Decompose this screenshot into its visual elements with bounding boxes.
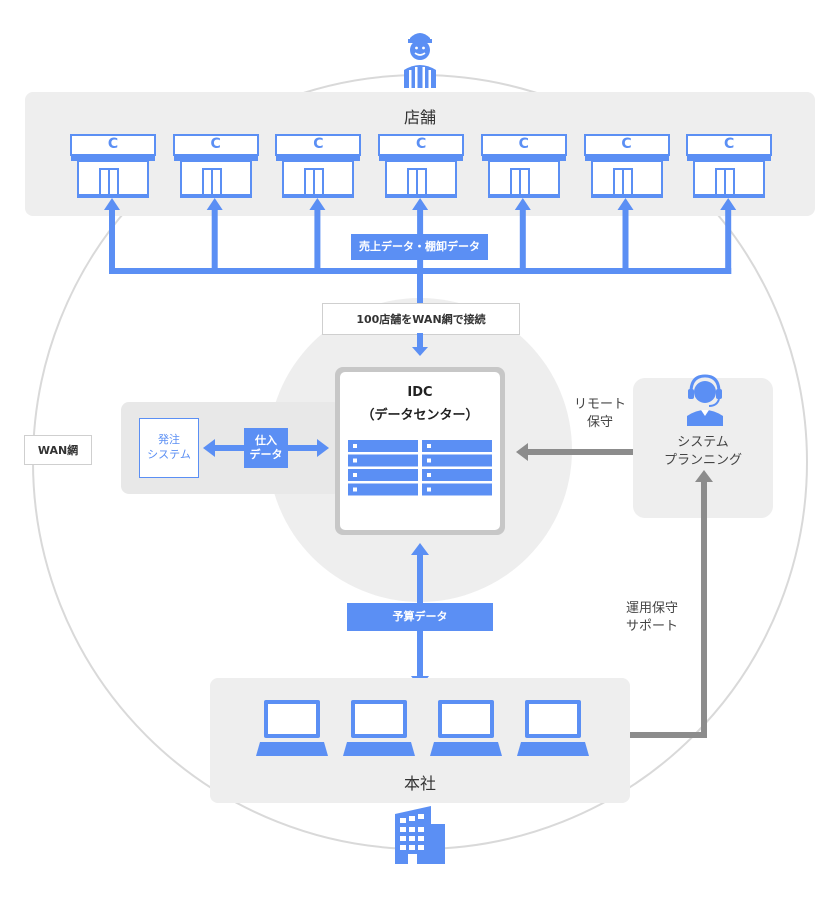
- operation-support-label: 運用保守 サポート: [625, 601, 678, 634]
- purchase-data-label: 仕入 データ: [244, 428, 288, 468]
- sales-inventory-data-label: 売上データ・棚卸データ: [351, 234, 488, 260]
- laptop-icon: [430, 698, 502, 762]
- store-letter: C: [210, 136, 221, 152]
- store-icon: C: [378, 134, 465, 202]
- wan-label: WAN網: [24, 435, 92, 465]
- store-icon: C: [583, 134, 670, 202]
- building-icon: [395, 806, 445, 864]
- laptop-icon: [256, 698, 328, 762]
- store-letter: C: [621, 136, 632, 152]
- stores-title: 店舗: [403, 108, 436, 127]
- ordering-system-box: 発注 システム: [139, 418, 199, 478]
- store-icon: C: [70, 134, 156, 202]
- laptop-icon: [517, 698, 589, 762]
- store-letter: C: [415, 136, 427, 152]
- store-letter: C: [107, 136, 119, 152]
- store-letter: C: [313, 136, 324, 152]
- idc-title: IDC: [407, 385, 433, 400]
- store-letter: C: [518, 136, 529, 152]
- store-icon: C: [686, 134, 773, 202]
- laptop-icon: [343, 698, 415, 762]
- headquarters-panel: [210, 678, 630, 803]
- idc-subtitle: （データセンター）: [361, 408, 479, 423]
- server-racks-icon: [348, 440, 492, 496]
- store-letter: C: [724, 136, 735, 152]
- store-icon: C: [172, 134, 259, 202]
- headquarters-title: 本社: [403, 774, 436, 793]
- operator-icon: [687, 374, 723, 426]
- store-icon: C: [480, 134, 567, 202]
- ordering-system-label: 発注 システム: [147, 433, 191, 461]
- clerk-icon: [404, 33, 436, 88]
- wan-connection-label: 100店舗をWAN網で接続: [322, 303, 520, 335]
- store-icon: C: [275, 134, 362, 202]
- arrow-down-to-idc: [412, 333, 428, 356]
- remote-maintenance-label: リモート 保守: [573, 397, 626, 430]
- system-planning-label: システム プランニング: [663, 435, 742, 468]
- budget-data-label: 予算データ: [347, 603, 493, 631]
